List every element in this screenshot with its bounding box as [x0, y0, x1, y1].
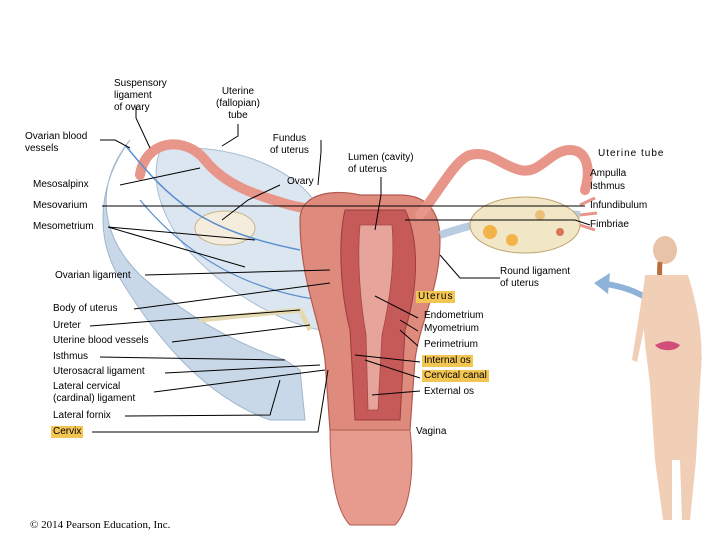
label-lumen-of-uterus: Lumen (cavity) of uterus: [348, 152, 414, 175]
label-uterine-blood-vessels: Uterine blood vessels: [53, 335, 149, 346]
label-uterine-fallopian-tube: Uterine (fallopian) tube: [216, 86, 260, 121]
vagina-shape: [329, 429, 413, 526]
fimbriae-shape: [579, 196, 598, 232]
label-suspensory-ligament: Suspensory ligament of ovary: [114, 78, 167, 113]
label-mesometrium: Mesometrium: [33, 221, 94, 232]
label-ampulla: Ampulla: [590, 168, 627, 179]
label-myometrium: Myometrium: [424, 323, 480, 334]
label-external-os: External os: [424, 386, 475, 397]
arrow-head-icon: [594, 273, 610, 294]
label-vagina: Vagina: [416, 426, 447, 437]
follicle-icon: [506, 234, 518, 246]
label-mesovarium: Mesovarium: [33, 200, 88, 211]
follicle-icon: [483, 225, 497, 239]
label-round-ligament: Round ligament of uterus: [500, 266, 571, 289]
label-fundus-of-uterus: Fundus of uterus: [270, 133, 309, 156]
leader-lines: [89, 106, 591, 433]
label-lateral-cervical-ligament: Lateral cervical (cardinal) ligament: [53, 381, 136, 404]
label-fimbriae: Fimbriae: [590, 219, 629, 230]
right-fallopian-tube: [415, 144, 593, 220]
follicle-icon: [556, 228, 564, 236]
label-ovarian-blood-vessels: Ovarian blood vessels: [25, 131, 88, 154]
broad-ligament-left: [102, 139, 306, 421]
label-internal-os: Internal os: [422, 355, 473, 367]
label-perimetrium: Perimetrium: [424, 339, 478, 350]
right-ovary-section: [469, 196, 581, 254]
label-cervix: Cervix: [51, 426, 84, 438]
label-isthmus-tube: Isthmus: [590, 181, 626, 192]
copyright-notice: © 2014 Pearson Education, Inc.: [30, 519, 171, 531]
label-uterosacral-ligament: Uterosacral ligament: [53, 366, 145, 377]
label-ovarian-ligament: Ovarian ligament: [55, 270, 131, 281]
label-infundibulum: Infundibulum: [590, 200, 648, 211]
label-lateral-fornix: Lateral fornix: [53, 410, 111, 421]
label-uterus: Uterus: [416, 291, 456, 303]
label-mesosalpinx: Mesosalpinx: [33, 179, 89, 190]
label-body-of-uterus: Body of uterus: [53, 303, 118, 314]
label-isthmus-uterus: Isthmus: [53, 351, 89, 362]
follicle-icon: [535, 210, 545, 220]
label-uterine-tube: Uterine tube: [598, 148, 665, 159]
label-ureter: Ureter: [53, 320, 81, 331]
label-cervical-canal: Cervical canal: [422, 370, 489, 382]
label-ovary: Ovary: [287, 176, 314, 187]
body-figure: [632, 236, 702, 520]
uterine-vessel: [139, 199, 321, 301]
ovarian-vessel: [124, 144, 301, 251]
uterine-cavity: [358, 224, 394, 411]
label-endometrium: Endometrium: [424, 310, 484, 321]
